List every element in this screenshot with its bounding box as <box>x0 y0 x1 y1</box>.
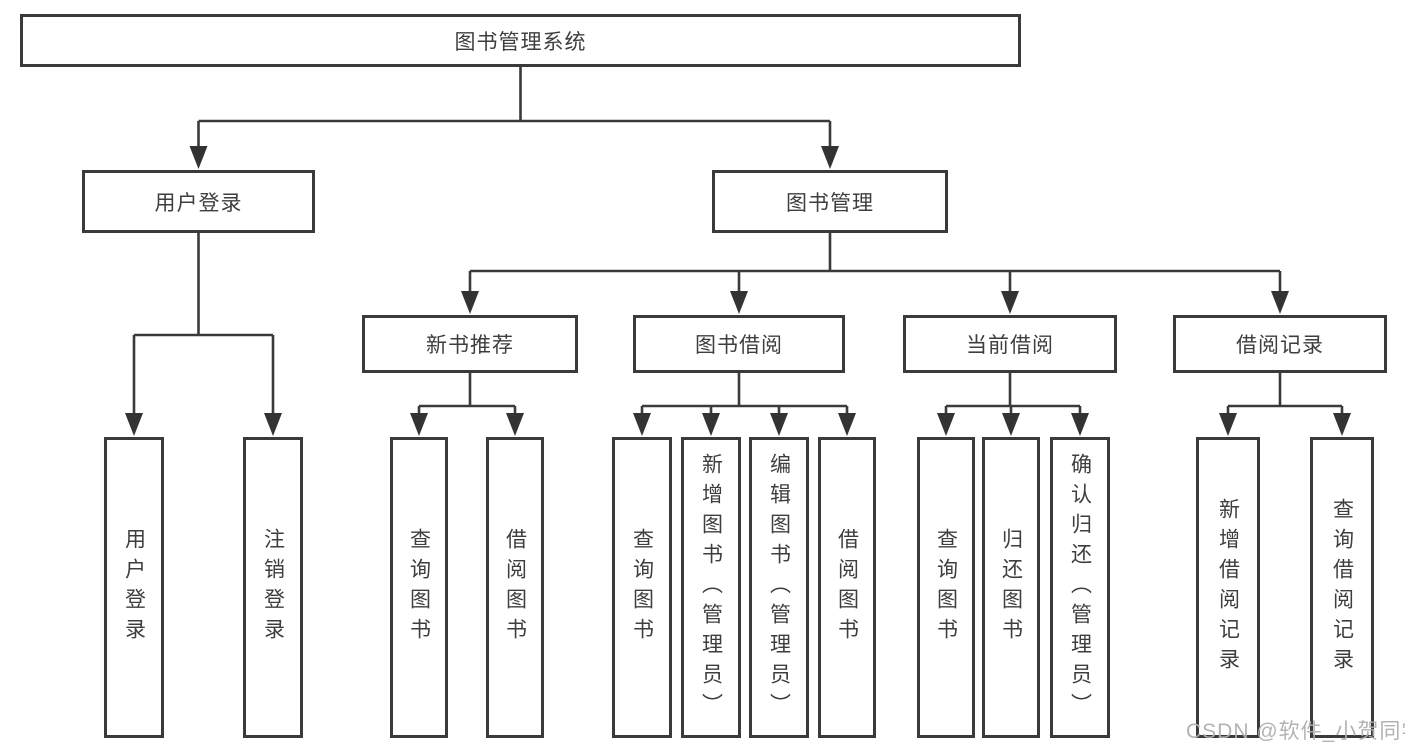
node-leaf-borrow-books-1: 借阅图书 <box>486 437 544 738</box>
node-book-borrowing: 图书借阅 <box>633 315 845 373</box>
node-leaf-logout: 注销登录 <box>243 437 303 738</box>
node-leaf-user-login: 用户登录 <box>104 437 164 738</box>
node-leaf-add-borrow-record: 新增借阅记录 <box>1196 437 1260 738</box>
node-leaf-confirm-return-admin: 确认归还（管理员） <box>1050 437 1110 738</box>
node-current-borrowing: 当前借阅 <box>903 315 1117 373</box>
node-leaf-borrow-books-2: 借阅图书 <box>818 437 876 738</box>
node-borrowing-records: 借阅记录 <box>1173 315 1387 373</box>
node-new-book-recommendation: 新书推荐 <box>362 315 578 373</box>
node-leaf-query-books-3: 查询图书 <box>917 437 975 738</box>
node-book-management-system: 图书管理系统 <box>20 14 1021 67</box>
csdn-watermark: CSDN @软件_小贺同学 <box>1186 720 1405 743</box>
node-leaf-query-books-1: 查询图书 <box>390 437 448 738</box>
node-leaf-return-books: 归还图书 <box>982 437 1040 738</box>
node-leaf-edit-books-admin: 编辑图书（管理员） <box>749 437 809 738</box>
node-leaf-add-books-admin: 新增图书（管理员） <box>681 437 741 738</box>
node-leaf-query-borrow-record: 查询借阅记录 <box>1310 437 1374 738</box>
node-user-login-group: 用户登录 <box>82 170 315 233</box>
node-book-management-group: 图书管理 <box>712 170 948 233</box>
node-leaf-query-books-2: 查询图书 <box>612 437 672 738</box>
